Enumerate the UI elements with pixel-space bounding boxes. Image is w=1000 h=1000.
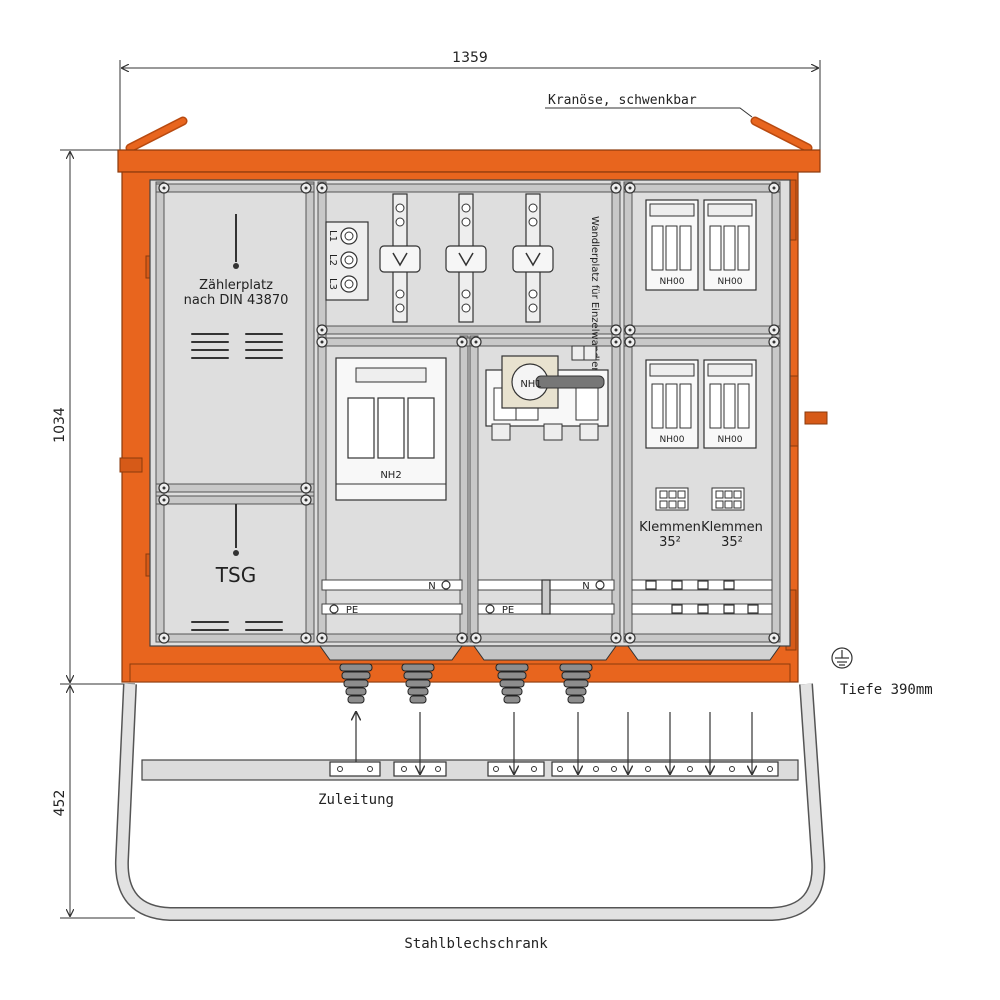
- busbar-pe-label-1: PE: [346, 605, 358, 616]
- crane-eye-label: Kranöse, schwenkbar: [548, 93, 697, 108]
- fuse-label-l2: L2: [327, 254, 338, 266]
- transformer-place-label: Wandlerplatz für Einzelwandler: [589, 216, 600, 372]
- nh00-label-3: NH00: [660, 435, 685, 445]
- terminal-size-left: 35²: [659, 535, 681, 550]
- nh2-label: NH2: [380, 470, 401, 481]
- cable-glands: [319, 645, 781, 661]
- terminal-label-right: Klemmen: [701, 520, 763, 535]
- busbar-n-label-1: N: [428, 581, 435, 592]
- cabinet-roof: [117, 149, 821, 173]
- nh1-label: NH1: [520, 379, 541, 390]
- meter-place-label-2: nach DIN 43870: [184, 293, 289, 308]
- nh00-label-4: NH00: [718, 435, 743, 445]
- tsg-label: TSG: [215, 563, 256, 587]
- fuse-label-l1: L1: [327, 230, 338, 242]
- nh00-label-2: NH00: [718, 277, 743, 287]
- cable-gland-stacks: [339, 663, 593, 704]
- busbar-clamps: [329, 579, 759, 615]
- tsg-vent-slots: [191, 621, 283, 631]
- dimension-height-lower-label: 452: [52, 790, 68, 817]
- output-arrows: [420, 712, 752, 774]
- stand-terminals: [329, 761, 779, 777]
- current-transformer-1: [379, 193, 421, 323]
- tsg-slot: [233, 504, 239, 556]
- nh00-fuse-upper-left: [645, 199, 699, 291]
- nh00-fuse-lower-left: [645, 359, 699, 449]
- nh2-fuse-block: [335, 357, 447, 501]
- meter-place-label-1: Zählerplatz: [199, 278, 273, 293]
- meter-vent-slots: [191, 333, 283, 359]
- dimension-width-label: 1359: [452, 50, 488, 66]
- fuse-holder-l1-l3: [325, 221, 369, 301]
- ground-icon: [831, 647, 853, 669]
- cabinet-bottom-rail: [129, 663, 791, 683]
- stand-terminal-dots: [337, 766, 773, 772]
- stand-frame: [114, 683, 826, 921]
- nh00-fuse-upper-right: [703, 199, 757, 291]
- nh00-label-1: NH00: [660, 277, 685, 287]
- dimension-width: [119, 60, 821, 150]
- dimension-height-lower: [60, 686, 135, 919]
- cabinet-label: Stahlblechschrank: [404, 936, 548, 952]
- nh1-switch: [485, 345, 609, 441]
- crane-eye-leader: [545, 107, 753, 118]
- meter-place: [233, 214, 239, 269]
- current-transformer-2: [445, 193, 487, 323]
- frame-screw-centers: [162, 186, 776, 640]
- terminal-block-right: [711, 487, 745, 511]
- dimension-height-upper-label: 1034: [52, 407, 68, 443]
- busbar-pe-label-2: PE: [502, 605, 514, 616]
- crane-eye-right: [750, 116, 813, 153]
- current-transformer-3: [512, 193, 554, 323]
- terminal-block-left: [655, 487, 689, 511]
- terminal-size-right: 35²: [721, 535, 743, 550]
- busbar-n-label-2: N: [582, 581, 589, 592]
- crane-eye-left: [125, 116, 188, 153]
- feed-label: Zuleitung: [318, 792, 394, 808]
- frame-rails: [155, 181, 781, 643]
- depth-label: Tiefe 390mm: [840, 682, 933, 698]
- nh00-fuse-lower-right: [703, 359, 757, 449]
- terminal-label-left: Klemmen: [639, 520, 701, 535]
- fuse-label-l3: L3: [327, 278, 338, 290]
